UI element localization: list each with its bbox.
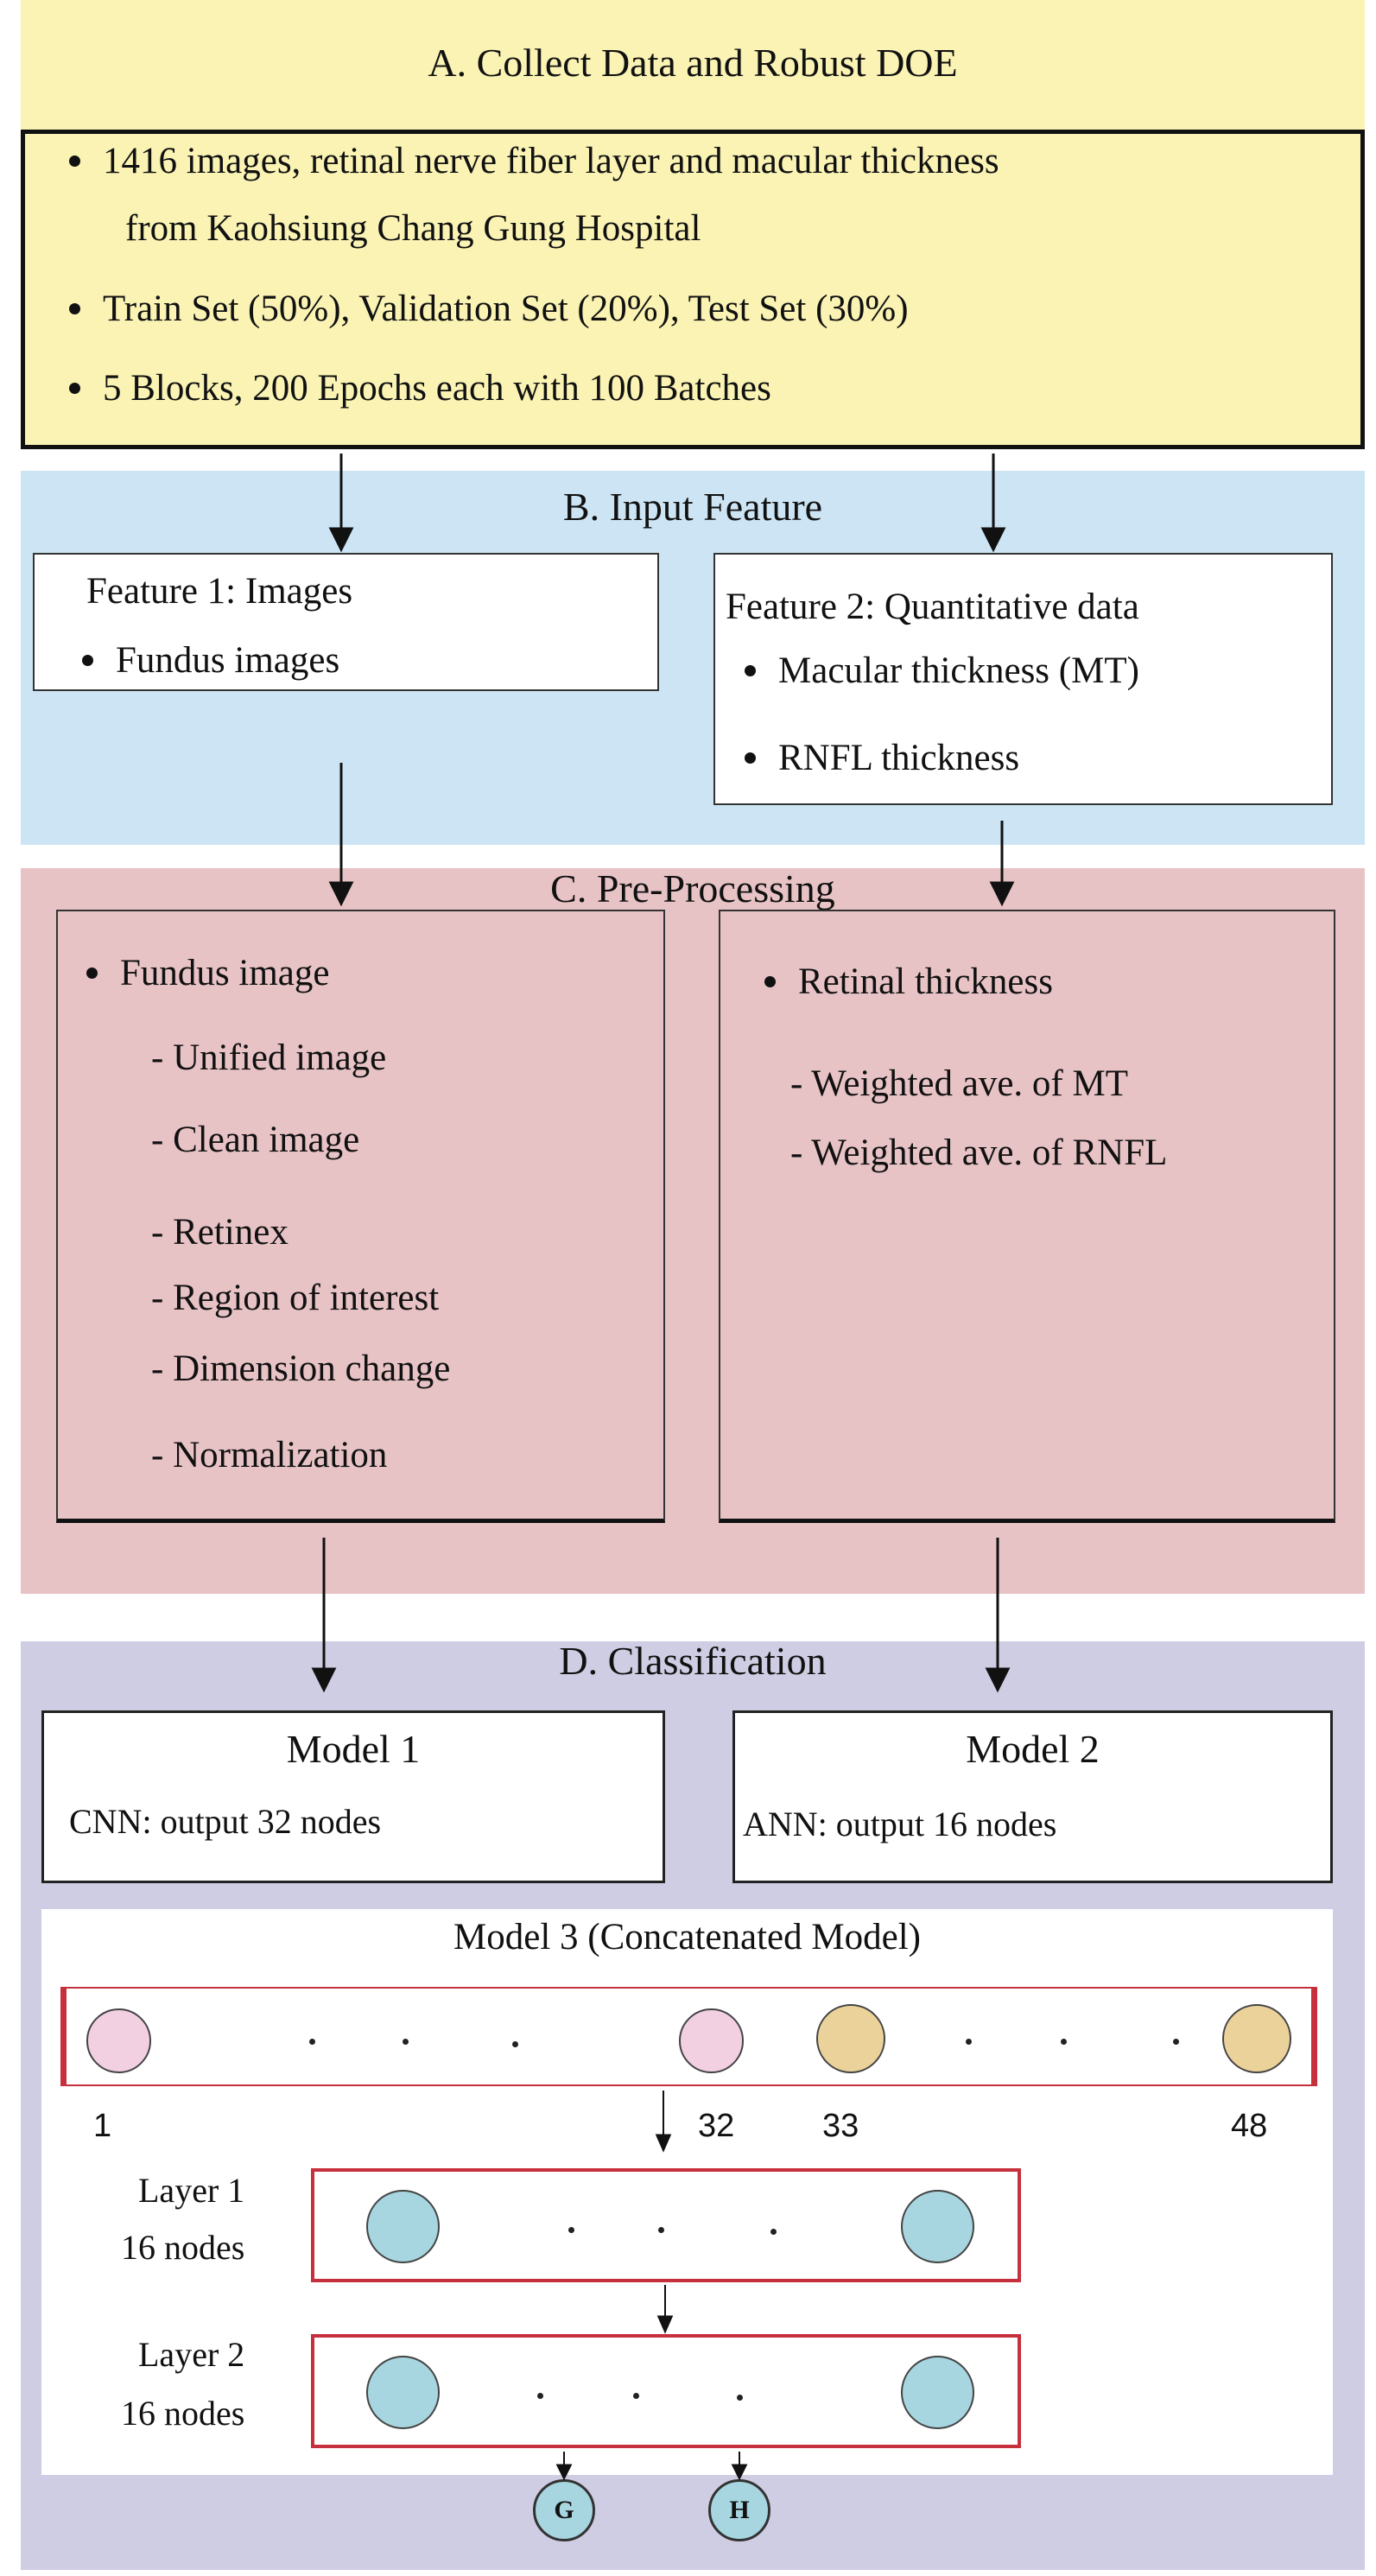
- ellipsis-dot: [658, 2227, 664, 2233]
- ellipsis-dot: [309, 2039, 315, 2045]
- arrowhead: [655, 2134, 672, 2153]
- concat-row-right-edge: [1311, 1987, 1317, 2086]
- step-unified-image: - Unified image: [151, 1037, 387, 1078]
- arrowhead: [980, 527, 1006, 553]
- model-1-title: Model 1: [286, 1727, 421, 1771]
- section-d-title: D. Classification: [559, 1639, 827, 1683]
- feature-2-heading: Feature 2: Quantitative data: [726, 587, 1139, 627]
- section-a-bullet-1-cont: from Kaohsiung Chang Gung Hospital: [125, 208, 701, 249]
- feature-2-item-1: Macular thickness (MT): [745, 650, 1139, 692]
- arrowhead: [656, 2315, 674, 2334]
- ann-node-48: [1222, 2004, 1291, 2073]
- model-1-desc: CNN: output 32 nodes: [69, 1802, 382, 1841]
- output-node-g: G: [533, 2479, 595, 2541]
- model-1-box: [41, 1710, 665, 1883]
- preprocess-right-bullet: Retinal thickness: [764, 961, 1053, 1003]
- step-normalization: - Normalization: [151, 1435, 388, 1475]
- ellipsis-dot: [737, 2395, 743, 2401]
- ellipsis-dot: [966, 2039, 972, 2045]
- step-weighted-rnfl: - Weighted ave. of RNFL: [790, 1133, 1168, 1173]
- feature-2-item-2: RNFL thickness: [745, 737, 1019, 779]
- output-node-g-label: G: [554, 2496, 574, 2524]
- ellipsis-dot: [512, 2041, 518, 2047]
- section-b-title: B. Input Feature: [562, 485, 823, 529]
- model-2-title: Model 2: [966, 1727, 1100, 1771]
- arrowhead: [328, 881, 354, 907]
- preprocess-left-bullet: Fundus image: [86, 952, 329, 994]
- bullet-dot: [69, 382, 80, 394]
- output-node-h-label: H: [729, 2496, 750, 2524]
- ellipsis-dot: [403, 2039, 409, 2045]
- step-region-of-interest: - Region of interest: [151, 1278, 440, 1318]
- step-retinex: - Retinex: [151, 1212, 289, 1253]
- section-a-title: A. Collect Data and Robust DOE: [428, 41, 958, 85]
- layer-1-name: Layer 1: [138, 2171, 245, 2210]
- bullet-dot: [764, 975, 776, 987]
- arrowhead: [989, 881, 1015, 907]
- section-a-band: [21, 0, 1365, 449]
- layer-2-node-last: [901, 2356, 974, 2429]
- preprocess-left-box: [56, 910, 665, 1523]
- cnn-node-1: [86, 2008, 151, 2073]
- step-weighted-mt: - Weighted ave. of MT: [790, 1063, 1128, 1104]
- feature-1-box: [33, 553, 659, 691]
- step-clean-image: - Clean image: [151, 1120, 360, 1160]
- model-3-title: Model 3 (Concatenated Model): [453, 1917, 921, 1957]
- ellipsis-dot: [633, 2393, 639, 2399]
- ellipsis-dot: [1061, 2039, 1067, 2045]
- bullet-dot: [745, 664, 756, 676]
- ellipsis-dot: [537, 2393, 543, 2399]
- ellipsis-dot: [770, 2229, 777, 2235]
- layer-1-node-first: [366, 2190, 440, 2263]
- section-a-box: [21, 130, 1365, 449]
- ann-node-33: [816, 2004, 885, 2073]
- section-a-bullet-3: 5 Blocks, 200 Epochs each with 100 Batch…: [69, 367, 771, 409]
- bullet-dot: [745, 752, 756, 764]
- bullet-dot: [82, 654, 93, 666]
- section-a-bullet-2: Train Set (50%), Validation Set (20%), T…: [69, 288, 909, 330]
- model-2-box: [732, 1710, 1333, 1883]
- index-label-32: 32: [698, 2108, 735, 2144]
- cnn-node-32: [679, 2008, 744, 2073]
- layer-2-nodes: 16 nodes: [121, 2394, 245, 2433]
- section-c-band: [21, 868, 1365, 1594]
- concat-row-left-edge: [60, 1987, 67, 2086]
- index-label-1: 1: [93, 2108, 112, 2144]
- preprocess-right-box: [719, 910, 1335, 1523]
- feature-1-item: Fundus images: [82, 639, 339, 682]
- model-2-desc: ANN: output 16 nodes: [743, 1805, 1057, 1843]
- ellipsis-dot: [568, 2227, 574, 2233]
- arrowhead: [328, 527, 354, 553]
- bullet-dot: [69, 155, 80, 167]
- arrowhead: [985, 1667, 1011, 1693]
- bullet-dot: [69, 302, 80, 314]
- bullet-dot: [86, 967, 98, 979]
- layer-1-node-last: [901, 2190, 974, 2263]
- feature-2-box: [713, 553, 1333, 805]
- arrowhead: [731, 2464, 748, 2481]
- step-dimension-change: - Dimension change: [151, 1348, 451, 1389]
- feature-1-heading: Feature 1: Images: [86, 571, 353, 612]
- arrowhead: [311, 1667, 337, 1693]
- ellipsis-dot: [1173, 2039, 1179, 2045]
- arrowhead: [555, 2464, 573, 2481]
- section-a-bullet-1: 1416 images, retinal nerve fiber layer a…: [69, 140, 999, 182]
- index-label-33: 33: [822, 2108, 859, 2144]
- layer-2-name: Layer 2: [138, 2335, 245, 2374]
- layer-2-node-first: [366, 2356, 440, 2429]
- output-node-h: H: [708, 2479, 770, 2541]
- section-c-title: C. Pre-Processing: [550, 866, 835, 910]
- index-label-48: 48: [1231, 2108, 1268, 2144]
- layer-1-nodes: 16 nodes: [121, 2228, 245, 2267]
